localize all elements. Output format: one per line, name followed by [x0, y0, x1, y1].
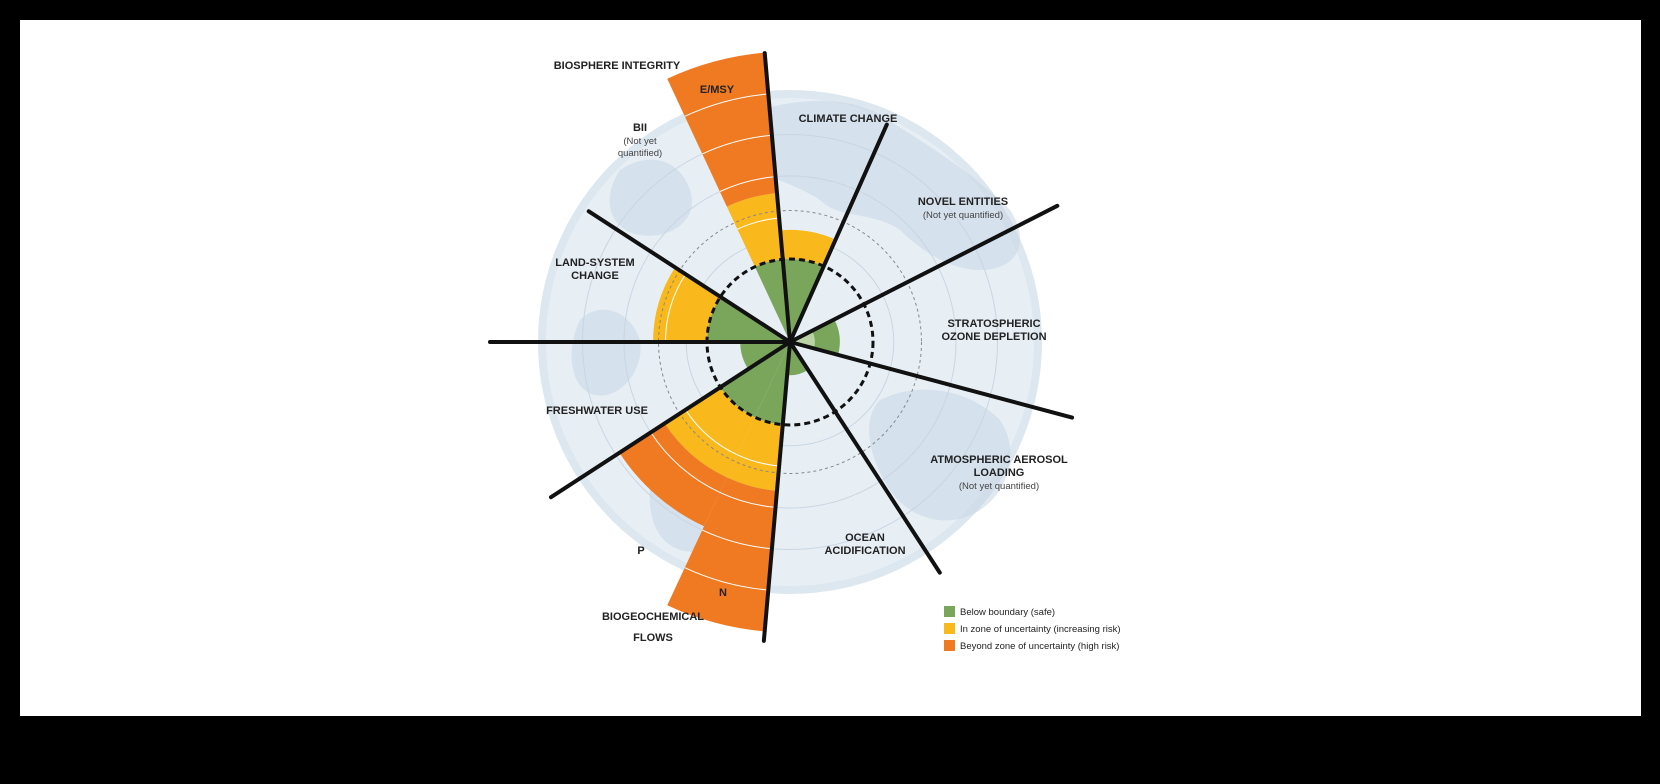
- segment-subdivision: [702, 529, 772, 550]
- label-land-system-2: CHANGE: [571, 270, 619, 282]
- segment-safe-part: [720, 342, 790, 418]
- continent-shape: [609, 159, 692, 236]
- segment-uncertain-part: [726, 417, 783, 491]
- label-novel-entities: NOVEL ENTITIES: [918, 196, 1008, 208]
- label-emsy: E/MSY: [700, 84, 735, 96]
- segment-high-risk-part: [667, 477, 777, 632]
- segment-ocean-acidification: [787, 342, 809, 376]
- figure-frame: BIOSPHERE INTEGRITY E/MSY BII (Not yet q…: [20, 20, 1641, 716]
- label-bii-sub2: quantified): [618, 148, 662, 159]
- segment-subdivision: [719, 491, 776, 508]
- segment-subdivision: [665, 273, 687, 343]
- label-novel-entities-sub: (Not yet quantified): [923, 210, 1003, 221]
- segment-subdivision: [650, 432, 721, 493]
- label-p: P: [637, 545, 644, 557]
- label-bii-sub1: (Not yet: [623, 136, 657, 147]
- segment-e-msy: [667, 52, 790, 342]
- ozone-core: [790, 330, 815, 349]
- label-biosphere-integrity: BIOSPHERE INTEGRITY: [554, 60, 681, 72]
- label-land-system-1: LAND-SYSTEM: [555, 257, 634, 269]
- segment-safe-part: [782, 259, 824, 342]
- planetary-boundaries-chart: BIOSPHERE INTEGRITY E/MSY BII (Not yet q…: [488, 51, 1121, 652]
- segment-uncertain-part: [780, 229, 836, 267]
- segment-subdivision: [684, 93, 769, 117]
- segment-safe-part: [754, 259, 790, 342]
- legend-swatch-uncertain: [944, 623, 955, 634]
- label-flows: FLOWS: [633, 632, 673, 644]
- label-biogeochemical: BIOGEOCHEMICAL: [602, 611, 704, 623]
- divider-line: [788, 203, 1060, 344]
- label-n: N: [719, 587, 727, 599]
- label-ocean-2: ACIDIFICATION: [824, 545, 905, 557]
- label-ocean-1: OCEAN: [845, 532, 885, 544]
- segment-n: [667, 342, 790, 632]
- label-ozone-1: STRATOSPHERIC: [947, 318, 1040, 330]
- divider-line: [548, 340, 792, 500]
- legend-label-safe: Below boundary (safe): [960, 607, 1055, 618]
- label-bii: BII: [633, 122, 647, 134]
- legend-swatch-safe: [944, 606, 955, 617]
- label-aerosol-1: ATMOSPHERIC AEROSOL: [930, 454, 1068, 466]
- label-climate-change: CLIMATE CHANGE: [799, 113, 898, 125]
- uncertainty-ring: [658, 210, 922, 474]
- label-freshwater-use: FRESHWATER USE: [546, 405, 648, 417]
- segment-stratospheric-ozone-depletion: [790, 319, 840, 355]
- segment-subdivision: [719, 176, 776, 193]
- segment-subdivision: [702, 134, 772, 155]
- segment-subdivision: [685, 409, 738, 456]
- continent-shape: [720, 100, 1020, 270]
- legend: Below boundary (safe) In zone of uncerta…: [944, 606, 1121, 652]
- divider-line: [788, 340, 1075, 420]
- continent-shape: [869, 389, 1011, 521]
- legend-swatch-high-risk: [944, 640, 955, 651]
- divider-line: [788, 340, 942, 575]
- divider-lines: [488, 51, 1075, 643]
- segment-high-risk-part: [667, 52, 777, 207]
- legend-label-uncertain: In zone of uncertainty (increasing risk): [960, 624, 1121, 635]
- label-ozone-2: OZONE DEPLETION: [941, 331, 1046, 343]
- segment-high-risk-part: [619, 423, 727, 527]
- divider-line: [762, 51, 792, 344]
- segment-subdivision: [684, 567, 769, 591]
- segment-safe-part: [754, 342, 790, 425]
- continent-shape: [571, 309, 641, 396]
- legend-label-high-risk: Beyond zone of uncertainty (high risk): [960, 641, 1119, 652]
- divider-line: [586, 209, 792, 344]
- divider-line: [788, 122, 889, 344]
- divider-line: [761, 340, 792, 643]
- segment-climate-change: [780, 229, 836, 342]
- segment-safe-part: [787, 342, 809, 376]
- segment-safe-part: [790, 319, 840, 355]
- label-aerosol-sub: (Not yet quantified): [959, 481, 1039, 492]
- segment-uncertain-part: [726, 193, 783, 267]
- label-aerosol-2: LOADING: [974, 467, 1025, 479]
